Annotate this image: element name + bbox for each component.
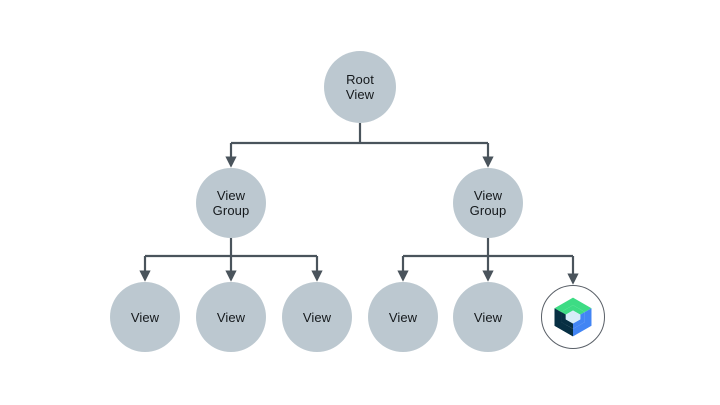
node-compose[interactable] <box>541 285 605 349</box>
node-view-group-right-label: View Group <box>469 188 507 218</box>
logo-top-face <box>554 297 592 312</box>
node-view-4-label: View <box>388 309 418 325</box>
node-view-2-label: View <box>216 309 246 325</box>
node-view-group-right[interactable]: View Group <box>453 168 523 238</box>
node-view-4[interactable]: View <box>368 282 438 352</box>
jetpack-compose-logo-icon <box>551 295 595 339</box>
node-view-group-left-label: View Group <box>212 188 250 218</box>
node-view-1[interactable]: View <box>110 282 180 352</box>
logo-left-notch <box>561 311 573 329</box>
node-view-group-left[interactable]: View Group <box>196 168 266 238</box>
node-view-3[interactable]: View <box>282 282 352 352</box>
logo-left-face-2 <box>554 308 573 337</box>
logo-center-hexagon <box>565 310 581 324</box>
node-root-view[interactable]: Root View <box>324 51 396 123</box>
logo-right-face <box>573 308 592 337</box>
node-view-5[interactable]: View <box>453 282 523 352</box>
node-view-5-label: View <box>473 309 503 325</box>
node-root-view-label: Root View <box>345 72 375 102</box>
node-view-3-label: View <box>302 309 332 325</box>
logo-top-inner <box>561 305 585 315</box>
node-view-2[interactable]: View <box>196 282 266 352</box>
logo-right-notch <box>573 311 585 329</box>
node-view-1-label: View <box>130 309 160 325</box>
